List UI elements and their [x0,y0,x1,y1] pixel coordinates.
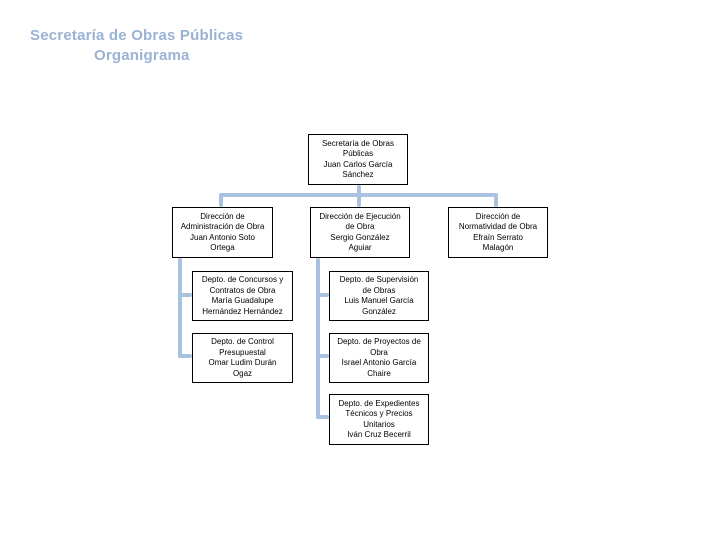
org-box-secretaria-person: Juan Carlos García Sánchez [323,159,393,180]
connector-drop-normatividad [494,193,498,207]
org-box-depto-proyectos-person: Israel Antonio García Chaire [341,358,417,378]
page-title-line1: Secretaría de Obras Públicas [30,27,244,44]
org-box-secretaria-unit: Secretaría de Obras Públicas [321,138,395,159]
org-box-direccion-administracion-person: Juan Antonio Soto Ortega [190,232,255,253]
connector-admin-stub-2 [178,354,192,358]
org-box-direccion-ejecucion-person: Sergio González Aguiar [330,232,390,253]
connector-drop-admin [219,193,223,207]
org-box-depto-concursos: Depto. de Concursos y Contratos de Obra … [192,271,293,321]
connector-admin-stub-1 [178,293,192,297]
org-box-depto-supervision-unit: Depto. de Supervisión de Obras [339,275,419,295]
org-box-depto-expedientes: Depto. de Expedientes Técnicos y Precios… [329,394,429,445]
page-subtitle: Organigrama [94,47,190,64]
connector-ejecucion-vline [316,258,320,419]
connector-root-stub [357,185,361,196]
connector-ejecucion-stub-3 [316,415,329,419]
org-box-depto-concursos-unit: Depto. de Concursos y Contratos de Obra [201,275,284,295]
org-box-depto-supervision-person: Luis Manuel García González [344,296,414,316]
org-box-direccion-ejecucion-unit: Dirección de Ejecución de Obra [319,211,401,232]
org-box-depto-concursos-person: María Guadalupe Hernández Hernández [202,296,283,316]
org-box-direccion-normatividad-person: Efraín Serrato Malagón [473,232,523,253]
connector-ejecucion-stub-1 [316,293,329,297]
connector-ejecucion-stub-2 [316,354,329,358]
org-box-depto-proyectos-unit: Depto. de Proyectos de Obra [337,337,421,357]
org-box-depto-proyectos: Depto. de Proyectos de Obra Israel Anton… [329,333,429,383]
org-box-depto-control-presupuestal-unit: Depto. de Control Presupuestal [211,337,274,357]
connector-admin-vline [178,258,182,358]
org-box-secretaria: Secretaría de Obras Públicas Juan Carlos… [308,134,408,185]
org-box-direccion-normatividad-unit: Dirección de Normatividad de Obra [458,211,538,232]
org-box-direccion-normatividad: Dirección de Normatividad de Obra Efraín… [448,207,548,258]
org-box-direccion-ejecucion: Dirección de Ejecución de Obra Sergio Go… [310,207,410,258]
org-box-depto-expedientes-person: Iván Cruz Becerril [347,430,411,439]
org-box-depto-supervision: Depto. de Supervisión de Obras Luis Manu… [329,271,429,321]
org-box-depto-control-presupuestal: Depto. de Control Presupuestal Omar Ludi… [192,333,293,383]
org-box-direccion-administracion: Dirección de Administración de Obra Juan… [172,207,273,258]
page-title: Secretaría de Obras Públicas Organigrama [30,26,243,66]
org-box-depto-control-presupuestal-person: Omar Ludim Durán Ogaz [208,358,277,378]
connector-drop-ejecucion [357,193,361,207]
org-box-depto-expedientes-unit: Depto. de Expedientes Técnicos y Precios… [338,398,420,429]
org-box-direccion-administracion-unit: Dirección de Administración de Obra [180,211,265,232]
